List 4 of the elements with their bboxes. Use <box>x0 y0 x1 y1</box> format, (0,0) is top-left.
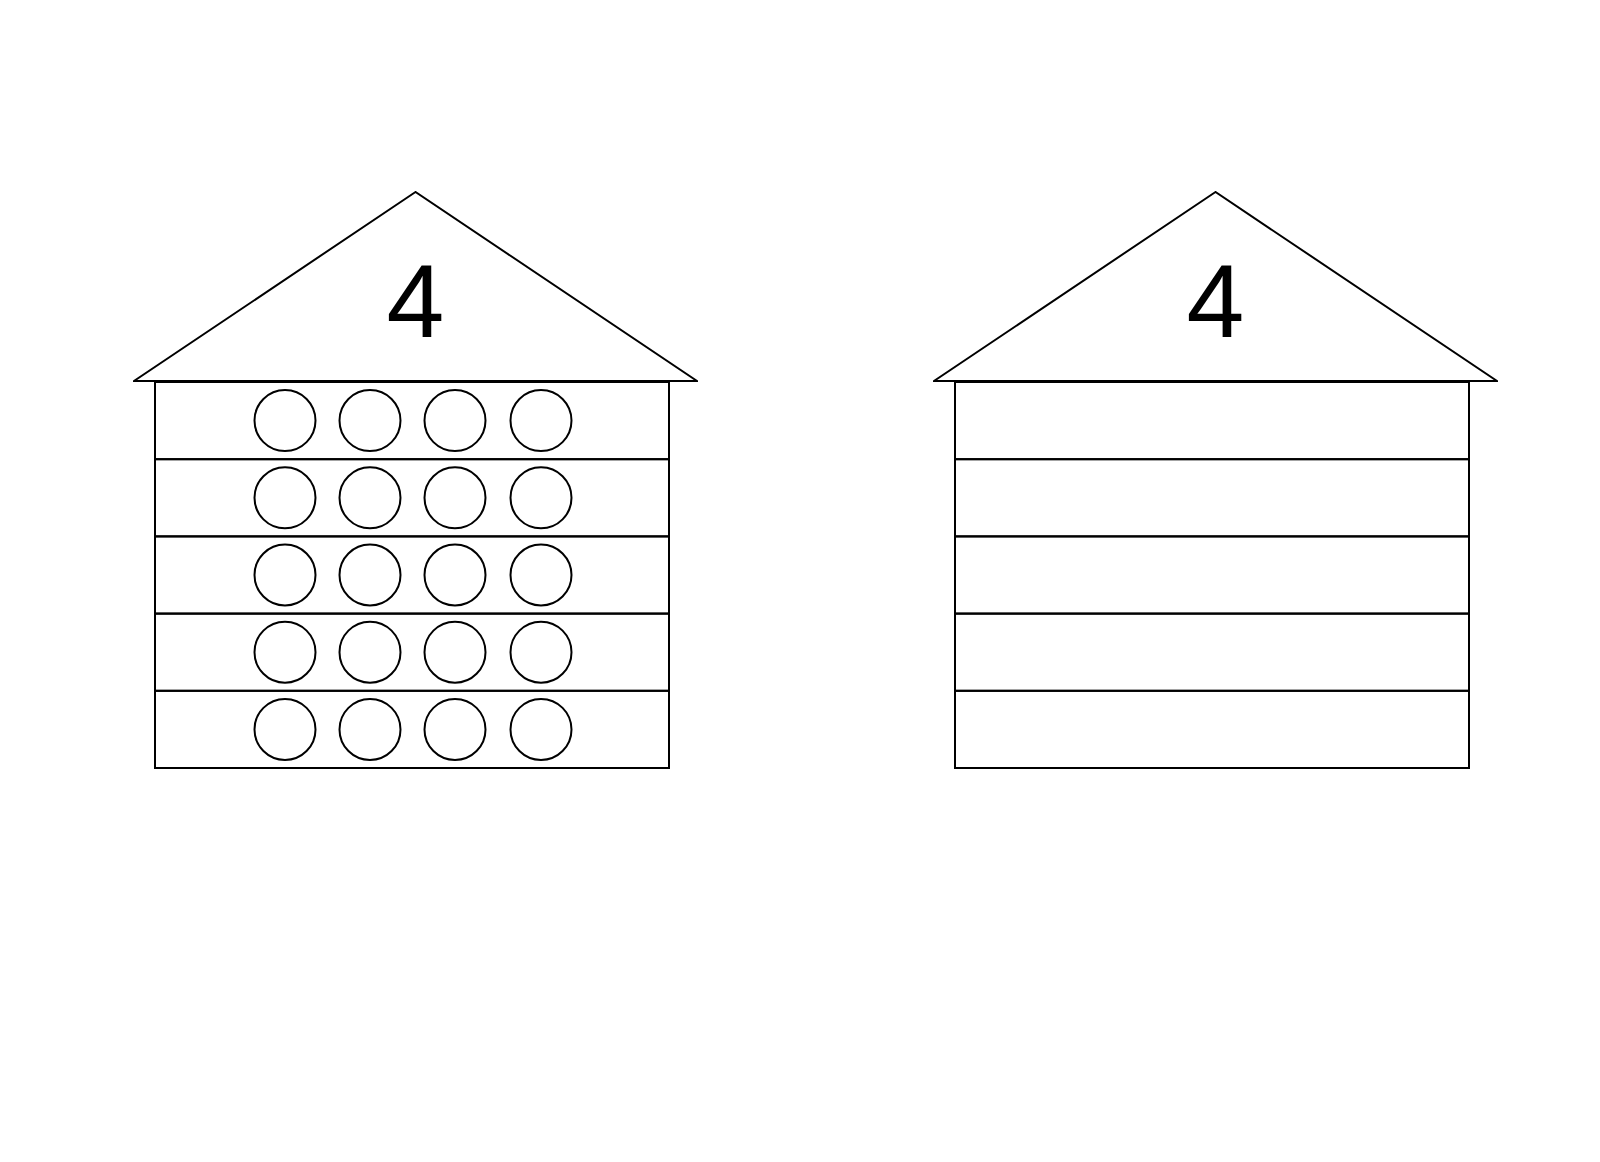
roof-triangle <box>133 191 698 382</box>
number-label: 4 <box>386 249 445 353</box>
number-label: 4 <box>1186 249 1245 353</box>
roof-triangle <box>933 191 1498 382</box>
